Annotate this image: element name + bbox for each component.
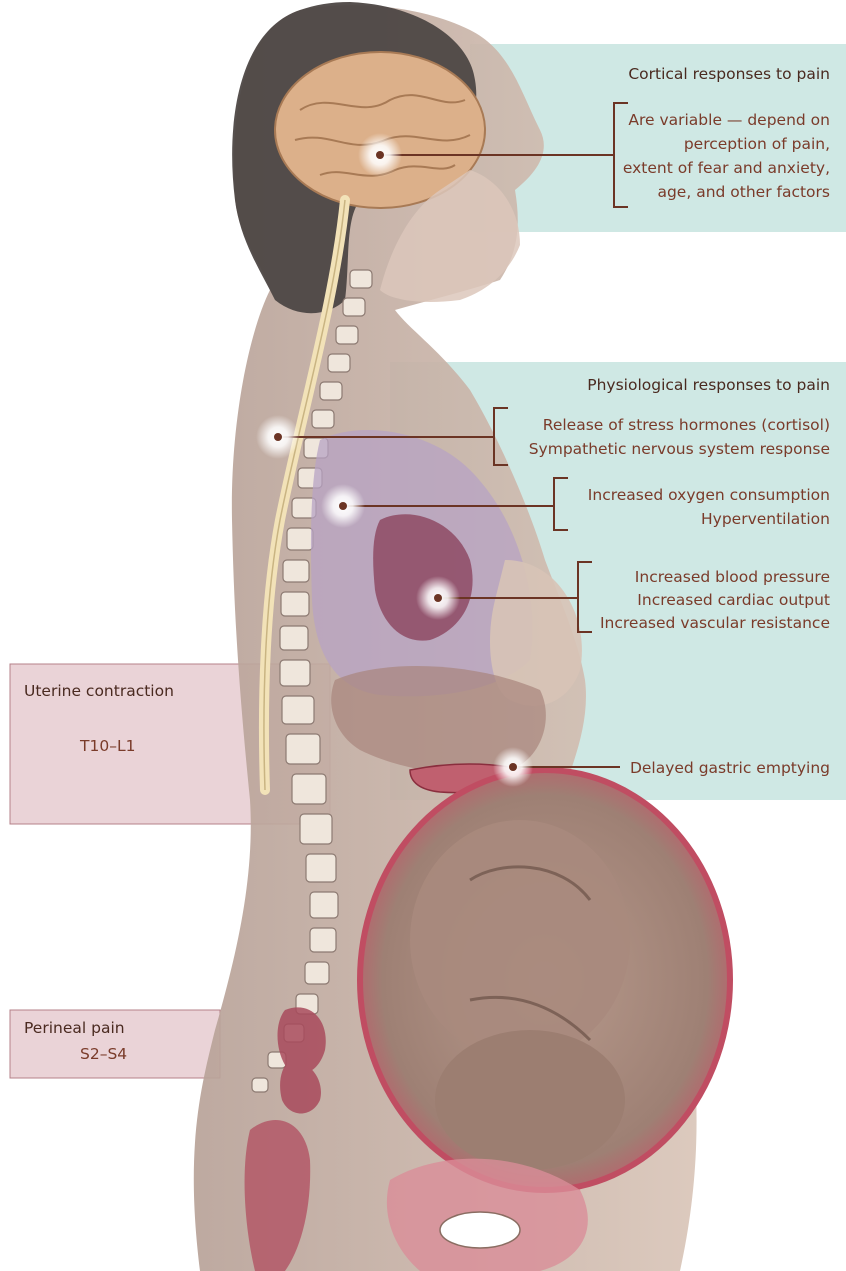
oxygen-consumption-text: Increased oxygen consumption [588, 484, 830, 506]
gastric-emptying-text: Delayed gastric emptying [630, 757, 830, 779]
physiological-heading: Physiological responses to pain [587, 374, 830, 396]
vascular-resistance-text: Increased vascular resistance [600, 612, 830, 634]
fetus-body [410, 820, 630, 1060]
perineal-title: Perineal pain [24, 1017, 125, 1039]
uterine-segments: T10–L1 [80, 735, 135, 757]
cortical-line-4: age, and other factors [657, 181, 830, 203]
hyperventilation-text: Hyperventilation [701, 508, 830, 530]
uterine-title: Uterine contraction [24, 680, 174, 702]
cortical-line-1: Are variable — depend on [628, 109, 830, 131]
fetus-head [435, 1030, 625, 1170]
blood-pressure-text: Increased blood pressure [635, 566, 830, 588]
perineal-segments: S2–S4 [80, 1043, 127, 1065]
cortical-line-3: extent of fear and anxiety, [623, 157, 830, 179]
stress-hormones-text: Release of stress hormones (cortisol) [543, 414, 830, 436]
cortical-line-2: perception of pain, [684, 133, 830, 155]
sympathetic-text: Sympathetic nervous system response [529, 438, 830, 460]
cardiac-output-text: Increased cardiac output [637, 589, 830, 611]
cortical-heading: Cortical responses to pain [628, 63, 830, 85]
